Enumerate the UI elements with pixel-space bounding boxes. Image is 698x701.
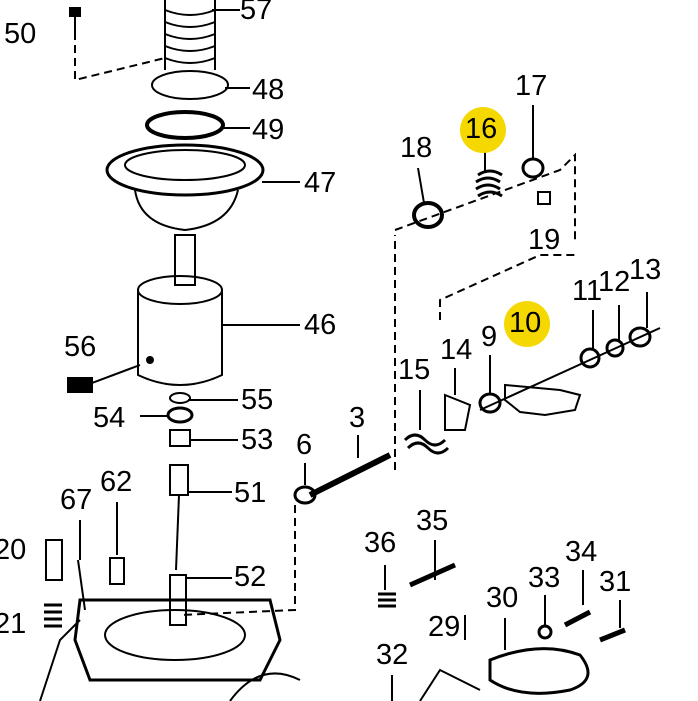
washer-17 bbox=[521, 157, 545, 179]
callout-18: 18 bbox=[400, 132, 433, 164]
screw-35 bbox=[408, 562, 457, 588]
highlight-10 bbox=[504, 301, 550, 347]
callout-67: 67 bbox=[60, 484, 93, 516]
ring-49 bbox=[145, 110, 225, 140]
diaphragm-47 bbox=[105, 143, 265, 232]
callout-47: 47 bbox=[304, 167, 337, 199]
callout-21: 21 bbox=[0, 608, 27, 640]
spring-16 bbox=[475, 169, 503, 198]
spring-15 bbox=[403, 433, 450, 455]
highlight-16 bbox=[460, 107, 506, 153]
plate-48 bbox=[151, 70, 229, 100]
lever-10 bbox=[504, 383, 582, 417]
carburetor-body bbox=[39, 598, 301, 701]
callout-3: 3 bbox=[349, 402, 366, 434]
washer-9 bbox=[478, 392, 502, 414]
gasket-30 bbox=[488, 647, 590, 695]
needle-51 bbox=[169, 464, 189, 496]
callout-10: 10 bbox=[509, 307, 542, 339]
callout-49: 49 bbox=[252, 114, 285, 146]
callout-33: 33 bbox=[528, 562, 561, 594]
callout-54: 54 bbox=[93, 402, 126, 434]
spring-21 bbox=[44, 603, 62, 628]
callout-51: 51 bbox=[234, 477, 267, 509]
screw-50 bbox=[69, 7, 81, 17]
callout-13: 13 bbox=[629, 254, 662, 286]
callout-46: 46 bbox=[304, 309, 337, 341]
callout-32: 32 bbox=[376, 639, 409, 671]
washer-12 bbox=[605, 338, 625, 358]
screw-56 bbox=[67, 377, 93, 393]
bushing-18 bbox=[412, 201, 444, 229]
leader-lines bbox=[79, 9, 648, 701]
callout-15: 15 bbox=[398, 354, 431, 386]
screw-19 bbox=[537, 191, 551, 205]
callout-62: 62 bbox=[100, 466, 133, 498]
callout-53: 53 bbox=[241, 424, 274, 456]
nut-11 bbox=[579, 347, 601, 369]
callout-48: 48 bbox=[252, 74, 285, 106]
callout-6: 6 bbox=[296, 429, 313, 461]
callout-14: 14 bbox=[440, 334, 473, 366]
screw-31 bbox=[599, 627, 626, 643]
callout-35: 35 bbox=[416, 505, 449, 537]
part-53 bbox=[169, 429, 191, 447]
washer-54 bbox=[166, 406, 194, 424]
line-67 bbox=[77, 559, 86, 611]
callout-29: 29 bbox=[428, 611, 461, 643]
shaft-3 bbox=[308, 452, 392, 498]
callout-20: 20 bbox=[0, 534, 27, 566]
nut-33 bbox=[537, 624, 553, 640]
callout-50: 50 bbox=[4, 18, 37, 50]
callout-12: 12 bbox=[598, 266, 631, 298]
spring-57 bbox=[164, 0, 216, 70]
callout-11: 11 bbox=[572, 275, 603, 307]
callout-56: 56 bbox=[64, 331, 97, 363]
callout-19: 19 bbox=[528, 224, 561, 256]
callout-16: 16 bbox=[465, 113, 498, 145]
nut-13 bbox=[628, 326, 652, 348]
callout-34: 34 bbox=[565, 536, 598, 568]
part-62 bbox=[109, 557, 125, 585]
callout-31: 31 bbox=[599, 566, 632, 598]
piston-46 bbox=[137, 234, 223, 386]
part-29 bbox=[419, 668, 481, 701]
washer-6 bbox=[293, 485, 317, 505]
screw-20 bbox=[45, 539, 63, 581]
callout-30: 30 bbox=[486, 582, 519, 614]
lever-14 bbox=[444, 393, 472, 431]
callout-52: 52 bbox=[234, 561, 267, 593]
callout-57: 57 bbox=[240, 0, 273, 26]
callout-55: 55 bbox=[241, 384, 274, 416]
spring-36 bbox=[378, 592, 396, 608]
callout-36: 36 bbox=[364, 527, 397, 559]
callout-17: 17 bbox=[515, 70, 548, 102]
callout-9: 9 bbox=[481, 321, 498, 353]
screw-34 bbox=[563, 609, 592, 628]
part-55 bbox=[169, 392, 191, 404]
